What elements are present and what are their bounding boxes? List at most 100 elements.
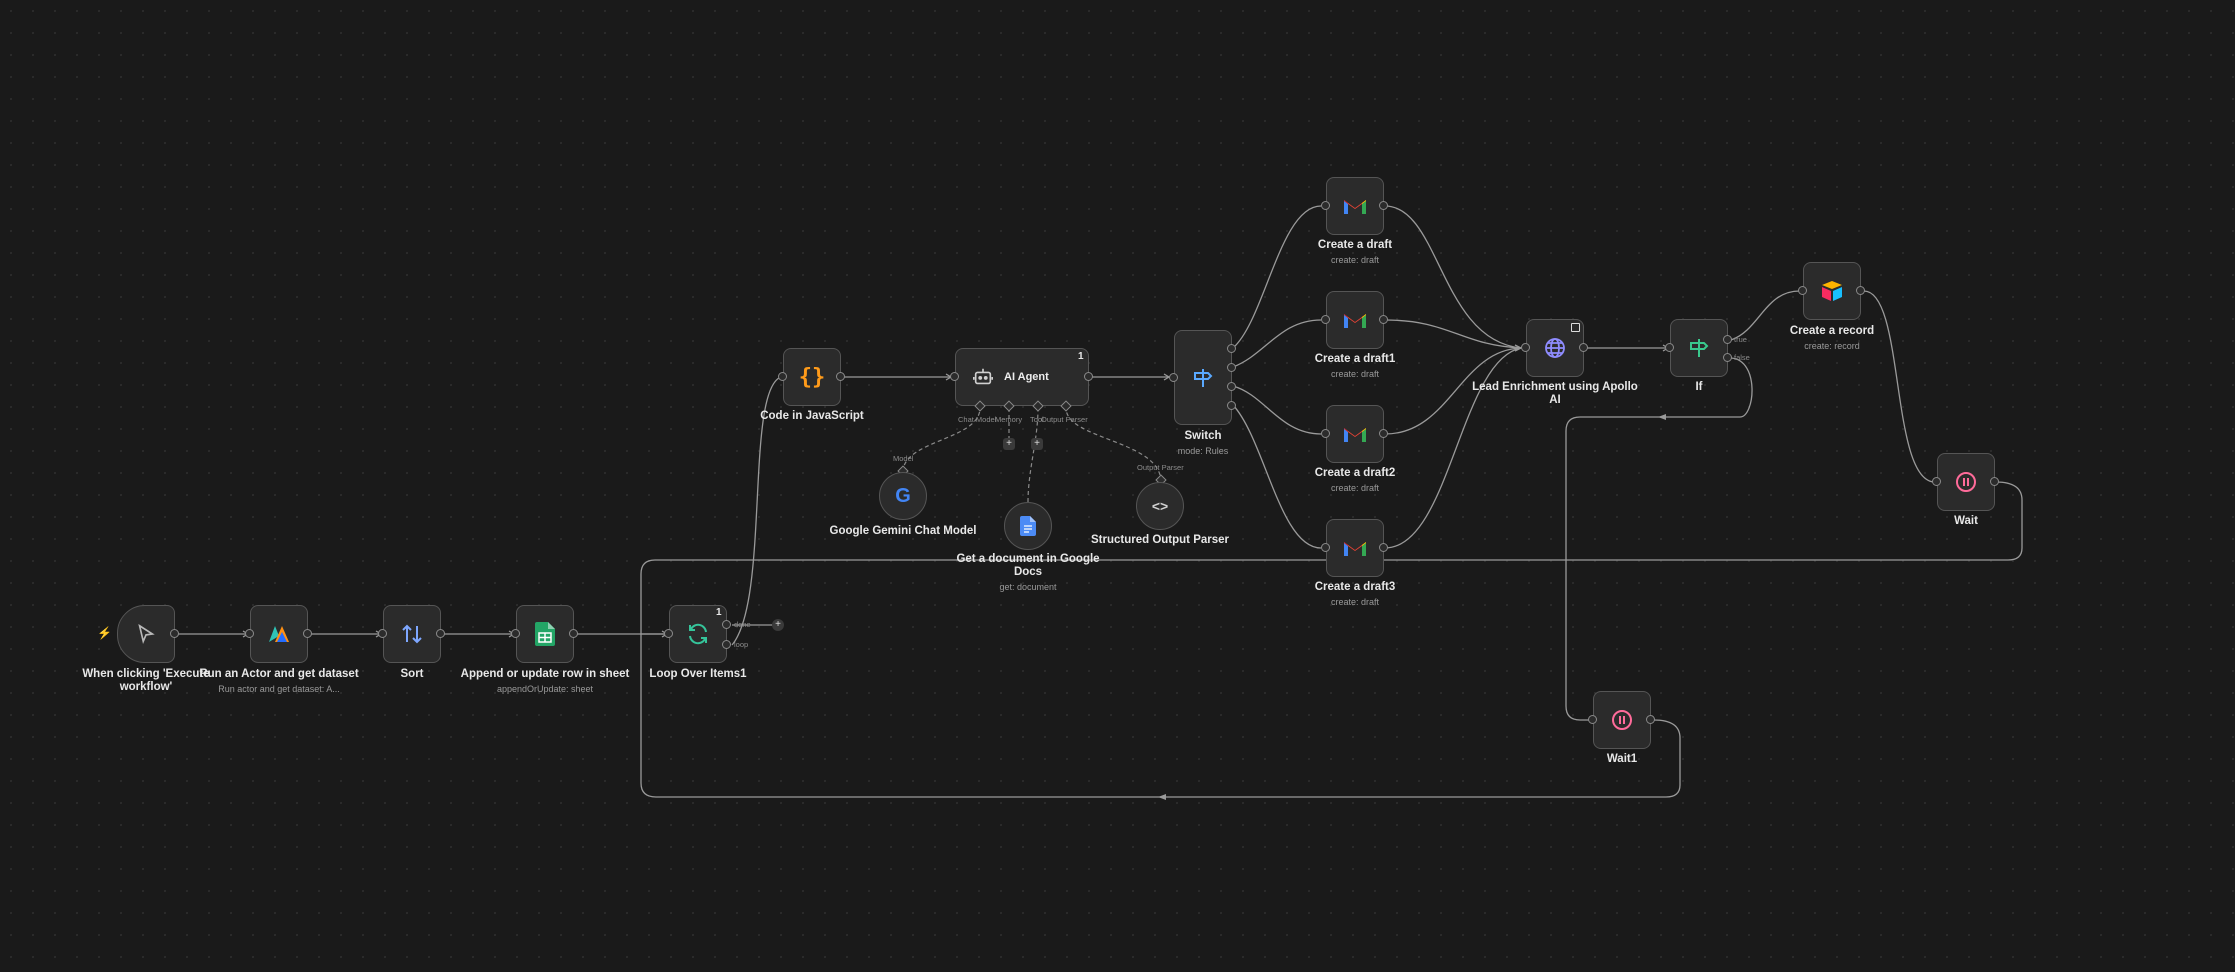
node-sort[interactable] xyxy=(383,605,441,663)
gmail-icon xyxy=(1342,307,1368,333)
edge-if-airtable xyxy=(1730,290,1802,341)
apify-output-handle[interactable] xyxy=(303,629,312,638)
trigger-output-handle[interactable] xyxy=(170,629,179,638)
if-true-handle[interactable] xyxy=(1723,335,1732,344)
node-create-draft[interactable] xyxy=(1326,177,1384,235)
apify-icon xyxy=(266,621,292,647)
draft1-output-handle[interactable] xyxy=(1379,315,1388,324)
return-arrow-top xyxy=(1658,414,1666,420)
airtable-output-handle[interactable] xyxy=(1856,286,1865,295)
node-code-javascript[interactable]: {} xyxy=(783,348,841,406)
edge-if-wait1 xyxy=(1565,357,1753,721)
loop-icon xyxy=(685,621,711,647)
node-manual-trigger[interactable] xyxy=(117,605,175,663)
draft3-title: Create a draft3 xyxy=(1314,581,1396,593)
switch-output-0[interactable] xyxy=(1227,344,1236,353)
node-apify[interactable] xyxy=(250,605,308,663)
draft1-label: Create a draft1 create: draft xyxy=(1270,353,1440,380)
node-airtable-create-record[interactable] xyxy=(1803,262,1861,320)
edge-draft2-apollo xyxy=(1384,347,1522,435)
signpost-icon xyxy=(1190,365,1216,391)
node-create-draft3[interactable] xyxy=(1326,519,1384,577)
switch-output-2[interactable] xyxy=(1227,382,1236,391)
agent-output-handle[interactable] xyxy=(1084,372,1093,381)
node-gemini-chat-model[interactable]: G xyxy=(879,472,927,520)
airtable-label: Create a record create: record xyxy=(1747,325,1917,352)
node-structured-output-parser[interactable]: <> xyxy=(1136,482,1184,530)
apollo-input-handle[interactable] xyxy=(1521,343,1530,352)
wait-label: Wait xyxy=(1954,515,1978,527)
apify-input-handle[interactable] xyxy=(245,629,254,638)
agent-tool-add-button[interactable]: + xyxy=(1031,438,1043,450)
draft1-input-handle[interactable] xyxy=(1321,315,1330,324)
agent-input-handle[interactable] xyxy=(950,372,959,381)
draft2-subtitle: create: draft xyxy=(1330,483,1380,494)
loop-done-add-button[interactable]: + xyxy=(772,619,784,631)
node-google-sheets[interactable] xyxy=(516,605,574,663)
airtable-title: Create a record xyxy=(1789,325,1875,337)
edge-draft3-apollo xyxy=(1384,347,1522,549)
node-apollo-enrichment[interactable] xyxy=(1526,319,1584,377)
node-wait[interactable] xyxy=(1937,453,1995,511)
wait-input-handle[interactable] xyxy=(1932,477,1941,486)
node-switch[interactable] xyxy=(1174,330,1232,425)
draft3-input-handle[interactable] xyxy=(1321,543,1330,552)
signpost-icon xyxy=(1686,335,1712,361)
draft2-title: Create a draft2 xyxy=(1314,467,1396,479)
draft-input-handle[interactable] xyxy=(1321,201,1330,210)
pause-icon xyxy=(1953,469,1979,495)
edge-draft-apollo xyxy=(1384,205,1522,349)
draft3-output-handle[interactable] xyxy=(1379,543,1388,552)
node-google-docs[interactable] xyxy=(1004,502,1052,550)
loop-input-handle[interactable] xyxy=(664,629,673,638)
edge-wait1-loop xyxy=(640,634,1681,798)
draft2-label: Create a draft2 create: draft xyxy=(1270,467,1440,494)
wait-output-handle[interactable] xyxy=(1990,477,1999,486)
code-output-handle[interactable] xyxy=(836,372,845,381)
agent-memory-add-button[interactable]: + xyxy=(1003,438,1015,450)
edge-switch-draft2 xyxy=(1232,385,1322,435)
if-false-label: false xyxy=(1734,353,1750,362)
node-if[interactable] xyxy=(1670,319,1728,377)
airtable-input-handle[interactable] xyxy=(1798,286,1807,295)
agent-model-port-label: Chat Model xyxy=(958,415,997,424)
sort-input-handle[interactable] xyxy=(378,629,387,638)
sort-label: Sort xyxy=(400,668,424,680)
sheets-subtitle: appendOrUpdate: sheet xyxy=(496,684,594,695)
code-input-handle[interactable] xyxy=(778,372,787,381)
if-label: If xyxy=(1695,381,1703,393)
switch-output-3[interactable] xyxy=(1227,401,1236,410)
edge-gemini-agent xyxy=(902,407,981,473)
agent-title: AI Agent xyxy=(1004,371,1049,383)
switch-input-handle[interactable] xyxy=(1169,373,1178,382)
agent-parser-port-label: Output Parser xyxy=(1041,415,1088,424)
lightning-icon: ⚡ xyxy=(97,626,112,640)
apollo-output-handle[interactable] xyxy=(1579,343,1588,352)
edge-loop-code xyxy=(731,376,782,646)
draft2-output-handle[interactable] xyxy=(1379,429,1388,438)
node-wait1[interactable] xyxy=(1593,691,1651,749)
draft3-label: Create a draft3 create: draft xyxy=(1270,581,1440,608)
sort-output-handle[interactable] xyxy=(436,629,445,638)
node-create-draft2[interactable] xyxy=(1326,405,1384,463)
sheets-output-handle[interactable] xyxy=(569,629,578,638)
code-braces-icon: {} xyxy=(798,364,826,390)
draft-output-handle[interactable] xyxy=(1379,201,1388,210)
switch-output-1[interactable] xyxy=(1227,363,1236,372)
wait1-output-handle[interactable] xyxy=(1646,715,1655,724)
loop-done-handle[interactable] xyxy=(722,620,731,629)
loop-loop-handle[interactable] xyxy=(722,640,731,649)
node-create-draft1[interactable] xyxy=(1326,291,1384,349)
node-ai-agent[interactable]: AI Agent xyxy=(955,348,1089,406)
trigger-label: When clicking 'Execute workflow' xyxy=(82,668,210,694)
gdocs-title: Get a document in Google Docs xyxy=(956,553,1100,579)
if-false-handle[interactable] xyxy=(1723,353,1732,362)
loop-label: Loop Over Items1 xyxy=(649,668,747,680)
sheets-input-handle[interactable] xyxy=(511,629,520,638)
wait1-input-handle[interactable] xyxy=(1588,715,1597,724)
draft2-input-handle[interactable] xyxy=(1321,429,1330,438)
wait1-label: Wait1 xyxy=(1606,753,1638,765)
if-input-handle[interactable] xyxy=(1665,343,1674,352)
